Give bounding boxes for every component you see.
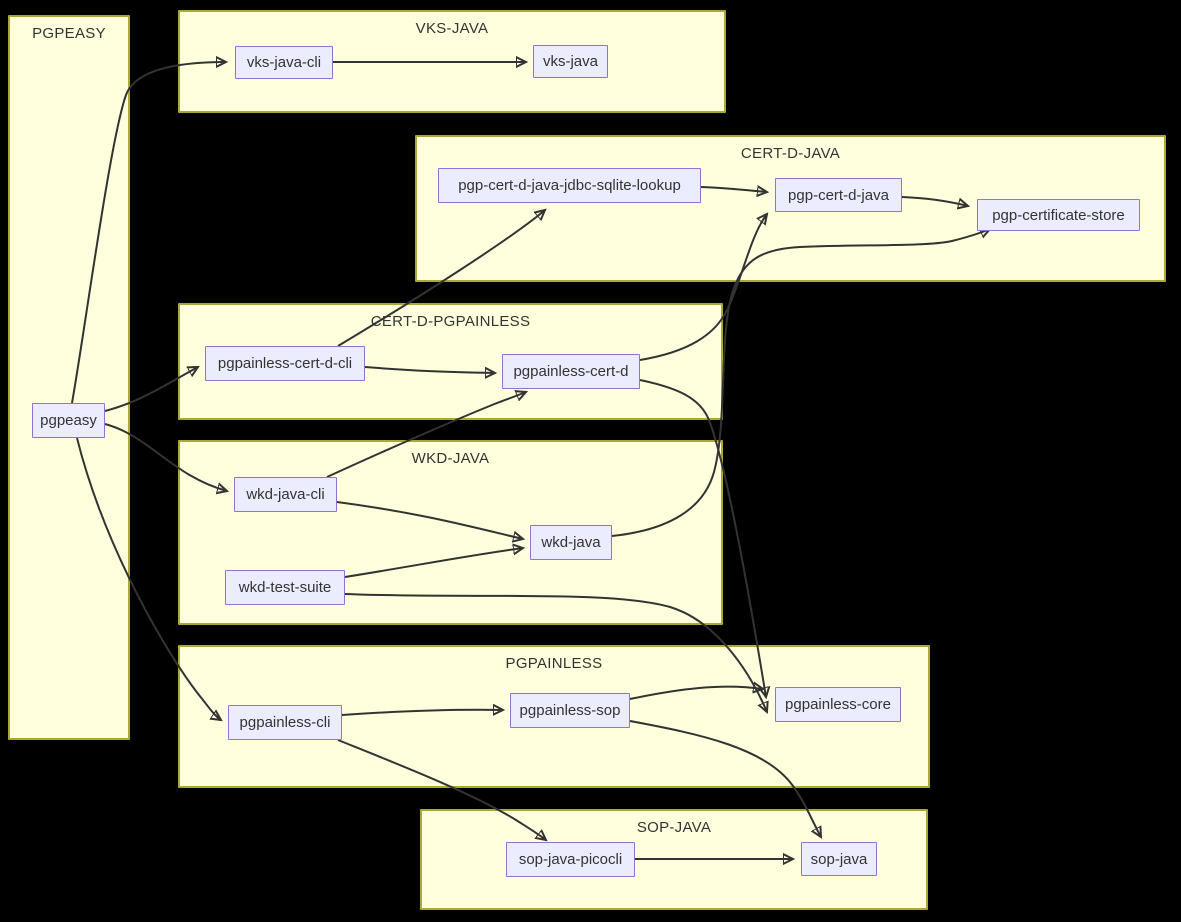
cluster-title-cert-d-pgpainless: CERT-D-PGPAINLESS — [370, 313, 531, 330]
node-pgp-cert-d-java: pgp-cert-d-java — [775, 178, 902, 212]
node-sop-java-picocli: sop-java-picocli — [506, 842, 635, 877]
node-pgpeasy: pgpeasy — [32, 403, 105, 438]
cluster-title-cert-d-java: CERT-D-JAVA — [740, 145, 841, 162]
node-label: pgpainless-cert-d-cli — [217, 355, 353, 372]
cluster-title-pgpainless: PGPAINLESS — [505, 655, 603, 672]
node-label: pgpainless-core — [785, 696, 891, 713]
node-label: pgpainless-cert-d — [513, 363, 629, 380]
node-pgpainless-core: pgpainless-core — [775, 687, 901, 722]
node-wkd-java-cli: wkd-java-cli — [234, 477, 337, 512]
cluster-title-wkd-java: WKD-JAVA — [411, 450, 490, 467]
node-vks-java-cli: vks-java-cli — [235, 46, 333, 79]
node-label: pgpainless-cli — [239, 714, 331, 731]
node-label: vks-java — [542, 53, 598, 70]
node-pgpainless-cert-d-cli: pgpainless-cert-d-cli — [205, 346, 365, 381]
node-pgpainless-cert-d: pgpainless-cert-d — [502, 354, 640, 389]
cluster-title-sop-java: SOP-JAVA — [636, 819, 712, 836]
node-pgp-certificate-store: pgp-certificate-store — [977, 199, 1140, 231]
node-label: pgp-certificate-store — [992, 206, 1125, 224]
node-pgp-cert-d-java-jdbc-sqlite-lookup: pgp-cert-d-java-jdbc-sqlite-lookup — [438, 168, 701, 203]
node-vks-java: vks-java — [533, 45, 608, 78]
node-label: pgp-cert-d-java-jdbc-sqlite-lookup — [458, 177, 681, 194]
node-label: sop-java-picocli — [518, 851, 623, 868]
cluster-title-vks-java: VKS-JAVA — [415, 20, 489, 37]
node-label: vks-java-cli — [246, 54, 322, 71]
node-wkd-java: wkd-java — [530, 525, 612, 560]
node-label: pgpeasy — [40, 412, 97, 429]
node-sop-java: sop-java — [801, 842, 877, 876]
node-wkd-test-suite: wkd-test-suite — [225, 570, 345, 605]
node-label: sop-java — [810, 850, 868, 868]
cluster-title-pgpeasy: PGPEASY — [32, 25, 106, 42]
node-pgpainless-sop: pgpainless-sop — [510, 693, 630, 728]
node-pgpainless-cli: pgpainless-cli — [228, 705, 342, 740]
node-label: pgp-cert-d-java — [788, 186, 889, 204]
node-label: wkd-java — [541, 534, 601, 551]
node-label: pgpainless-sop — [519, 702, 621, 719]
node-label: wkd-test-suite — [238, 579, 332, 596]
cluster-pgpeasy: PGPEASY — [8, 15, 130, 740]
node-label: wkd-java-cli — [246, 486, 325, 503]
